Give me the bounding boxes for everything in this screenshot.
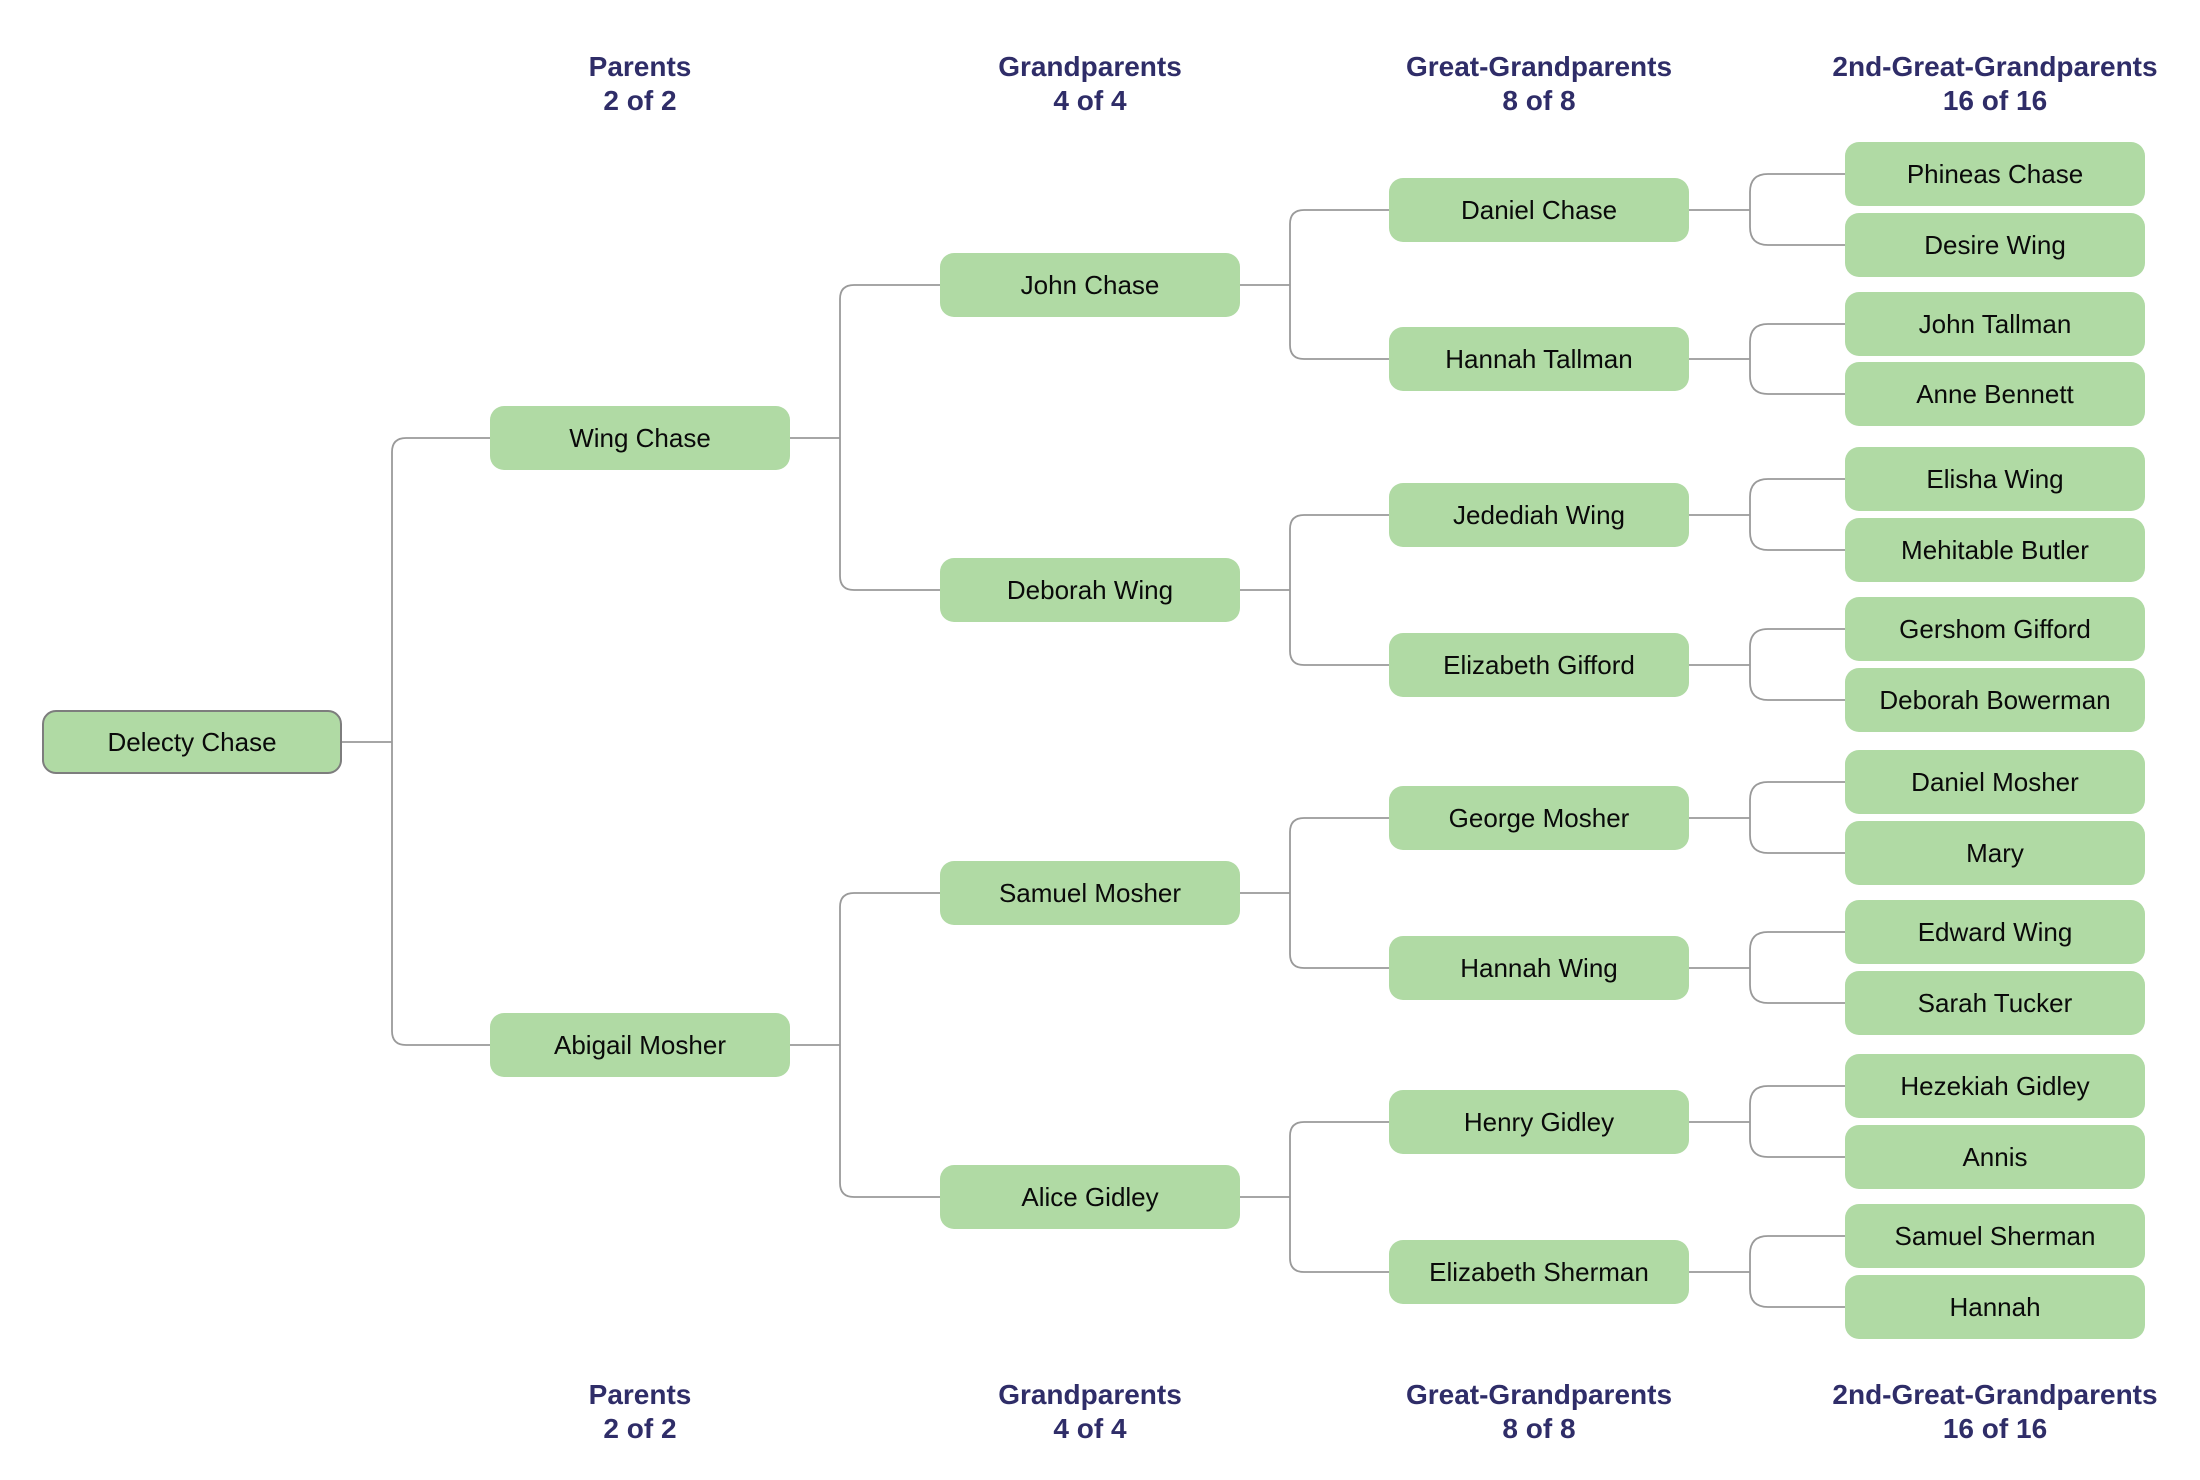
column-header-parents-top: Parents 2 of 2	[430, 50, 850, 118]
node-samuel-mosher[interactable]: Samuel Mosher	[940, 861, 1240, 925]
column-header-great-grandparents-top: Great-Grandparents 8 of 8	[1329, 50, 1749, 118]
column-header-count: 16 of 16	[1942, 85, 2048, 116]
node-hannah[interactable]: Hannah	[1845, 1275, 2145, 1339]
column-header-title: Parents	[588, 1379, 692, 1410]
node-wing-chase[interactable]: Wing Chase	[490, 406, 790, 470]
node-elizabeth-gifford[interactable]: Elizabeth Gifford	[1389, 633, 1689, 697]
column-header-count: 16 of 16	[1942, 1413, 2048, 1444]
node-sarah-tucker[interactable]: Sarah Tucker	[1845, 971, 2145, 1035]
column-header-2nd-great-grandparents-top: 2nd-Great-Grandparents 16 of 16	[1785, 50, 2200, 118]
node-phineas-chase[interactable]: Phineas Chase	[1845, 142, 2145, 206]
column-header-grandparents-top: Grandparents 4 of 4	[880, 50, 1300, 118]
node-anne-bennett[interactable]: Anne Bennett	[1845, 362, 2145, 426]
node-desire-wing[interactable]: Desire Wing	[1845, 213, 2145, 277]
column-header-grandparents-bottom: Grandparents 4 of 4	[880, 1378, 1300, 1446]
column-header-count: 8 of 8	[1502, 1413, 1576, 1444]
node-hannah-tallman[interactable]: Hannah Tallman	[1389, 327, 1689, 391]
column-header-count: 2 of 2	[603, 85, 677, 116]
column-header-count: 8 of 8	[1502, 85, 1576, 116]
node-gershom-gifford[interactable]: Gershom Gifford	[1845, 597, 2145, 661]
node-abigail-mosher[interactable]: Abigail Mosher	[490, 1013, 790, 1077]
node-samuel-sherman[interactable]: Samuel Sherman	[1845, 1204, 2145, 1268]
column-header-count: 2 of 2	[603, 1413, 677, 1444]
node-elizabeth-sherman[interactable]: Elizabeth Sherman	[1389, 1240, 1689, 1304]
node-mehitable-butler[interactable]: Mehitable Butler	[1845, 518, 2145, 582]
node-deborah-wing[interactable]: Deborah Wing	[940, 558, 1240, 622]
column-header-title: Great-Grandparents	[1405, 51, 1673, 82]
node-annis[interactable]: Annis	[1845, 1125, 2145, 1189]
node-john-tallman[interactable]: John Tallman	[1845, 292, 2145, 356]
node-george-mosher[interactable]: George Mosher	[1389, 786, 1689, 850]
node-hezekiah-gidley[interactable]: Hezekiah Gidley	[1845, 1054, 2145, 1118]
column-header-title: 2nd-Great-Grandparents	[1832, 51, 2158, 82]
column-header-title: 2nd-Great-Grandparents	[1832, 1379, 2158, 1410]
node-daniel-mosher[interactable]: Daniel Mosher	[1845, 750, 2145, 814]
column-header-title: Grandparents	[998, 1379, 1182, 1410]
node-delecty-chase[interactable]: Delecty Chase	[42, 710, 342, 774]
column-header-parents-bottom: Parents 2 of 2	[430, 1378, 850, 1446]
node-mary[interactable]: Mary	[1845, 821, 2145, 885]
node-alice-gidley[interactable]: Alice Gidley	[940, 1165, 1240, 1229]
column-header-count: 4 of 4	[1053, 1413, 1127, 1444]
node-jedediah-wing[interactable]: Jedediah Wing	[1389, 483, 1689, 547]
node-hannah-wing[interactable]: Hannah Wing	[1389, 936, 1689, 1000]
column-header-2nd-great-grandparents-bottom: 2nd-Great-Grandparents 16 of 16	[1785, 1378, 2200, 1446]
column-header-title: Parents	[588, 51, 692, 82]
node-daniel-chase[interactable]: Daniel Chase	[1389, 178, 1689, 242]
node-henry-gidley[interactable]: Henry Gidley	[1389, 1090, 1689, 1154]
column-header-great-grandparents-bottom: Great-Grandparents 8 of 8	[1329, 1378, 1749, 1446]
node-john-chase[interactable]: John Chase	[940, 253, 1240, 317]
node-deborah-bowerman[interactable]: Deborah Bowerman	[1845, 668, 2145, 732]
node-elisha-wing[interactable]: Elisha Wing	[1845, 447, 2145, 511]
node-edward-wing[interactable]: Edward Wing	[1845, 900, 2145, 964]
column-header-title: Great-Grandparents	[1405, 1379, 1673, 1410]
column-header-count: 4 of 4	[1053, 85, 1127, 116]
column-header-title: Grandparents	[998, 51, 1182, 82]
